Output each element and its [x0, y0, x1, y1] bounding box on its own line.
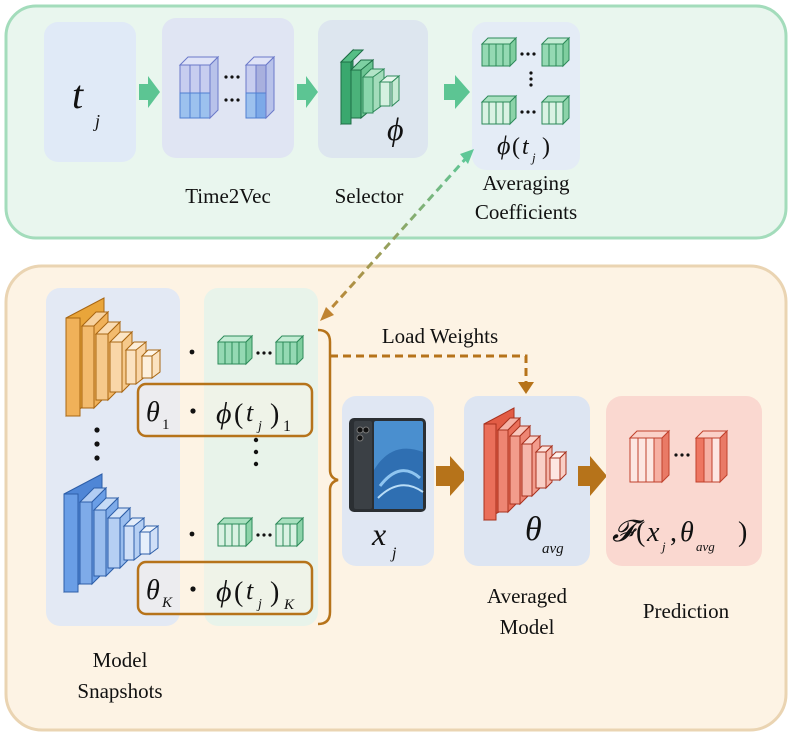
input-t-symbol: t	[72, 72, 84, 117]
snapshot-network-k-icon	[63, 473, 160, 593]
load-weights-arrow-head	[518, 382, 534, 394]
svg-text:1: 1	[283, 418, 291, 435]
weighted-term-1-box	[136, 382, 314, 438]
svg-text:): )	[270, 399, 279, 430]
prediction-vector-icon	[628, 429, 729, 484]
snapshots-label-line2: Snapshots	[77, 679, 162, 703]
svg-text:t: t	[522, 134, 530, 160]
dot-operator-1	[189, 349, 195, 355]
arrow-time2vec-to-selector	[297, 76, 318, 108]
svg-text:t: t	[246, 576, 254, 605]
averaged-model-network-icon	[483, 407, 568, 521]
dashed-link-head-bottom	[320, 307, 334, 321]
svg-text:): )	[270, 577, 279, 608]
svg-text:ϕ: ϕ	[216, 575, 232, 608]
svg-text:): )	[542, 134, 550, 160]
input-t-subscript: j	[93, 111, 100, 131]
arrow-x-to-averaged-model	[436, 456, 468, 496]
svg-text:K: K	[161, 595, 173, 611]
input-x-subscript: j	[390, 545, 397, 562]
snapshot-network-1-icon	[65, 297, 162, 417]
svg-text:θ: θ	[680, 517, 694, 548]
time2vec-label: Time2Vec	[185, 184, 271, 208]
theta-avg-symbol: θ	[525, 511, 542, 548]
svg-text:): )	[738, 517, 747, 548]
svg-text:θ: θ	[146, 575, 160, 606]
selector-label: Selector	[335, 184, 404, 208]
svg-text:(: (	[234, 577, 243, 608]
averaged-model-label-line1: Averaged	[487, 584, 568, 608]
selector-network-icon	[339, 48, 401, 126]
svg-text:θ: θ	[146, 397, 160, 428]
weighted-term-1-formula: θ 1 ϕ ( t j ) 1	[146, 397, 291, 435]
svg-text:(: (	[234, 399, 243, 430]
arrow-t-to-time2vec	[139, 76, 160, 108]
arrow-averaged-to-prediction	[578, 456, 607, 496]
arrow-selector-to-coefficients	[444, 75, 470, 109]
load-weights-label: Load Weights	[382, 324, 498, 348]
dot-operator-k	[189, 531, 195, 537]
input-t-box	[44, 22, 136, 162]
coefficients-grid-icon	[480, 36, 571, 126]
svg-text:(: (	[512, 134, 520, 160]
svg-text:avg: avg	[696, 539, 715, 554]
svg-text:j: j	[530, 150, 536, 165]
averaged-model-label-line2: Model	[500, 615, 555, 639]
svg-text:j: j	[256, 597, 262, 612]
svg-text:K: K	[283, 597, 295, 613]
time2vec-box	[162, 18, 294, 158]
prediction-formula: 𝓕 ( x j , θ avg )	[612, 515, 747, 554]
coefficients-to-snapshots-dashed-link	[324, 154, 470, 316]
snapshots-vertical-ellipsis	[94, 427, 100, 461]
svg-text:t: t	[246, 398, 254, 427]
coeff-vector-row-1-icon	[216, 334, 305, 366]
svg-text:x: x	[646, 517, 660, 548]
svg-text:(: (	[636, 517, 645, 548]
coeff-vector-row-k-icon	[216, 516, 305, 548]
weighted-term-k-formula: θ K ϕ ( t j ) K	[146, 575, 295, 613]
svg-text:j: j	[256, 419, 262, 434]
time2vec-vector-icon	[178, 55, 276, 120]
phone-image-icon	[349, 418, 426, 512]
input-x-symbol: x	[371, 516, 386, 552]
svg-text:ϕ: ϕ	[497, 131, 510, 160]
dashed-link-head-top	[460, 149, 474, 164]
svg-text:ϕ: ϕ	[216, 397, 232, 430]
sum-brace	[317, 328, 339, 626]
coefficients-formula: ϕ ( t j )	[497, 131, 550, 165]
prediction-label: Prediction	[643, 599, 730, 623]
snapshots-label-line1: Model	[93, 648, 148, 672]
svg-text:,: ,	[670, 517, 677, 548]
coeff-vertical-ellipsis	[253, 437, 259, 467]
theta-avg-subscript: avg	[542, 541, 564, 557]
svg-text:1: 1	[162, 417, 170, 433]
coefficients-label-line1: Averaging	[482, 171, 570, 195]
load-weights-dashed-arrow	[330, 354, 528, 384]
coefficients-label-line2: Coefficients	[475, 200, 577, 224]
svg-text:j: j	[660, 539, 666, 554]
weighted-term-k-box	[136, 560, 314, 616]
selector-phi-symbol: ϕ	[387, 111, 404, 147]
